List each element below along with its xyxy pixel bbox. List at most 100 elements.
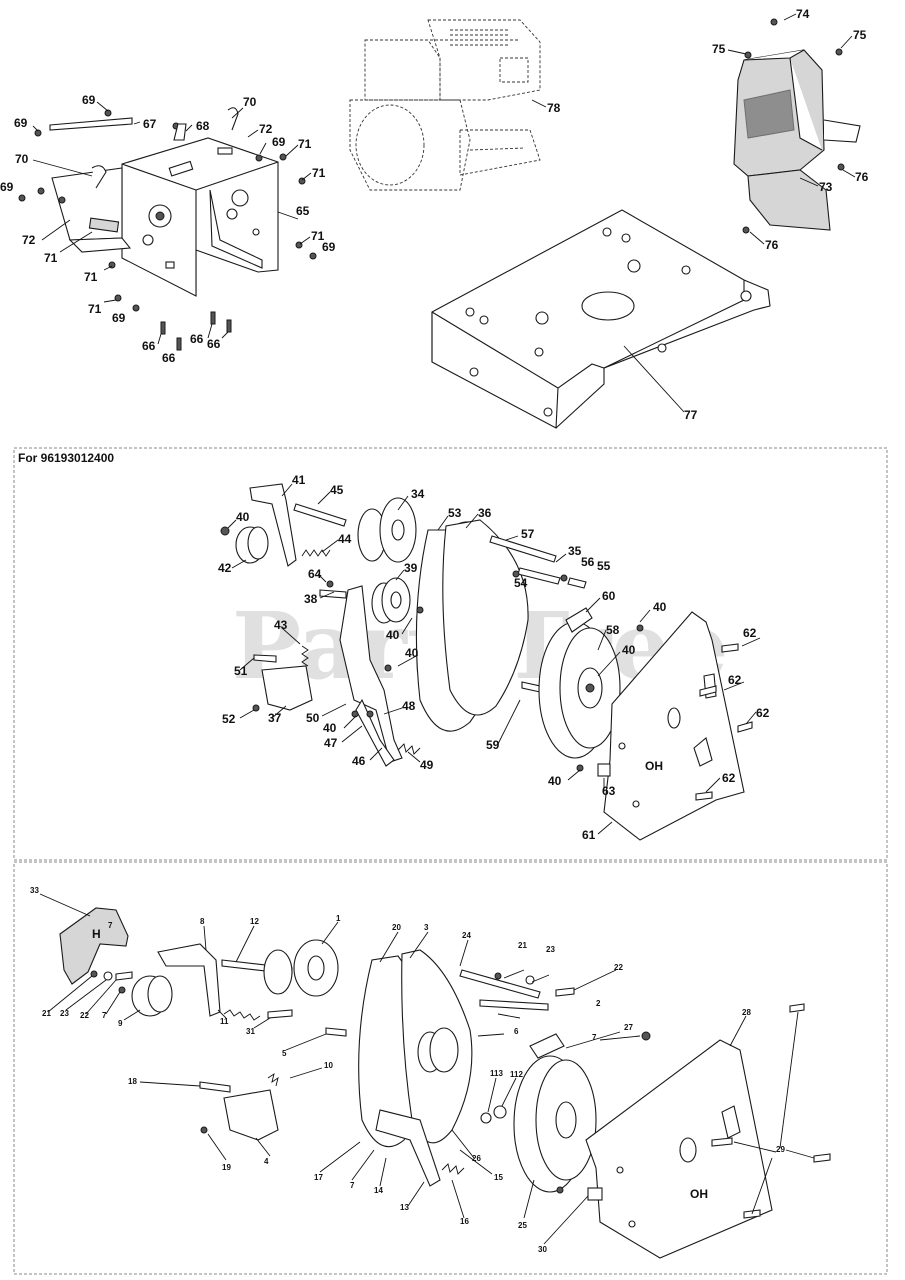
bolt-29a <box>789 1003 805 1013</box>
washer-56 <box>560 574 568 582</box>
callout-top-22: 66 <box>190 332 204 346</box>
nut-7a <box>118 986 126 994</box>
rod-24 <box>459 969 541 999</box>
callout-mid-33: 47 <box>324 736 338 750</box>
callout-bot-18: 11 <box>220 1017 229 1026</box>
callout-bot-4: 1 <box>336 914 341 923</box>
callout-mid-26: 62 <box>728 673 742 687</box>
bolt-45 <box>293 503 347 527</box>
callout-mid-24: 51 <box>234 664 248 678</box>
callout-top-15: 71 <box>84 270 98 284</box>
callout-bot-31: 29 <box>776 1145 785 1154</box>
frame-bracket-65 <box>121 137 279 297</box>
callout-bot-6: 3 <box>424 923 429 932</box>
callout-bot-26: 113 <box>490 1069 503 1078</box>
callouts-middle: 41 45 34 53 36 57 40 44 42 64 35 56 55 5… <box>218 473 770 842</box>
callout-top-2: 67 <box>143 117 157 131</box>
idler-9 <box>131 975 173 1017</box>
callout-mid-22: 40 <box>622 643 636 657</box>
callout-mid-39: 62 <box>722 771 736 785</box>
callout-top-5: 72 <box>259 122 273 136</box>
bracket-37 <box>261 665 313 711</box>
callout-bot-11: 2 <box>596 999 601 1008</box>
callout-mid-13: 55 <box>597 559 611 573</box>
callout-bot-17: 9 <box>118 1019 123 1028</box>
callout-top-26: 75 <box>712 42 726 56</box>
callout-top-6: 69 <box>272 135 286 149</box>
nut-19 <box>200 1126 208 1134</box>
callout-bot-24: 18 <box>128 1077 137 1086</box>
lever-13 <box>375 1109 441 1187</box>
callout-bot-33: 7 <box>350 1181 355 1190</box>
nut-7c <box>556 1186 564 1194</box>
callout-top-1: 69 <box>82 93 96 107</box>
guard-mark-text: H <box>92 927 101 941</box>
callout-top-3: 68 <box>196 119 210 133</box>
plate-28: OH <box>585 1039 773 1259</box>
spring-49 <box>397 743 421 755</box>
spring-43 <box>301 645 309 667</box>
section-bottom-drive-assembly: H <box>30 886 831 1259</box>
nut-40e <box>636 624 644 632</box>
callout-top-28: 73 <box>819 180 833 194</box>
pulley-25 <box>513 1055 597 1193</box>
idler-42 <box>235 526 269 564</box>
pulley-58 <box>538 621 621 759</box>
nut-40c <box>351 710 359 718</box>
callout-top-30: 76 <box>765 238 779 252</box>
callout-mid-38: 63 <box>602 784 616 798</box>
washer-54 <box>512 570 520 578</box>
section-box-bottom <box>13 861 888 1275</box>
spring-44 <box>301 549 331 557</box>
callout-mid-9: 42 <box>218 561 232 575</box>
callout-bot-38: 16 <box>460 1217 469 1226</box>
engine-78 <box>349 19 541 191</box>
callout-mid-32: 52 <box>222 712 236 726</box>
callout-top-20: 66 <box>142 339 156 353</box>
callout-mid-23: 62 <box>743 626 757 640</box>
callout-mid-29: 50 <box>306 711 320 725</box>
callout-bot-12: 21 <box>42 1009 51 1018</box>
washer-23a <box>103 971 113 981</box>
spring-16 <box>441 1163 465 1175</box>
bolt-22b <box>555 987 575 997</box>
pulley-1 <box>263 939 339 997</box>
spacer-113 <box>480 1112 492 1124</box>
callout-bot-1: 33 <box>30 886 39 895</box>
plate-mark-text: OH <box>645 759 663 773</box>
nut-40a <box>220 526 230 536</box>
callout-top-4: 70 <box>243 95 257 109</box>
callout-bot-9: 23 <box>546 945 555 954</box>
bolt-60 <box>565 607 593 633</box>
base-plate-77 <box>431 209 771 429</box>
callout-mid-2: 45 <box>330 483 344 497</box>
callout-top-18: 71 <box>311 229 325 243</box>
bolt-62a <box>721 643 739 653</box>
lever-46 <box>355 698 395 767</box>
callout-mid-11: 35 <box>568 544 582 558</box>
callout-top-19: 69 <box>112 311 126 325</box>
callout-mid-30: 48 <box>402 699 416 713</box>
callout-top-8: 71 <box>312 166 326 180</box>
bolt-29c <box>813 1153 831 1163</box>
callout-bot-37: 13 <box>400 1203 409 1212</box>
callout-bot-35: 26 <box>472 1154 481 1163</box>
bracket-8 <box>157 943 221 1017</box>
belt-cover-73 <box>733 18 861 234</box>
callout-top-27: 75 <box>853 28 867 42</box>
callout-bot-8: 21 <box>518 941 527 950</box>
bolt-27 <box>529 1033 565 1059</box>
washer-112 <box>493 1105 507 1119</box>
side-plate-67 <box>49 117 133 253</box>
callout-mid-8: 44 <box>338 532 352 546</box>
nut-21a <box>90 970 98 978</box>
callout-bot-13: 23 <box>60 1009 69 1018</box>
callout-mid-6: 57 <box>521 527 535 541</box>
callout-mid-1: 41 <box>292 473 306 487</box>
callout-top-10: 70 <box>15 152 29 166</box>
rod-57 <box>489 535 557 563</box>
callout-top-16: 71 <box>88 302 102 316</box>
bracket-4 <box>223 1089 279 1141</box>
section-top-frame-assembly: 69 67 68 70 72 69 71 71 65 70 69 69 72 7… <box>0 7 869 429</box>
